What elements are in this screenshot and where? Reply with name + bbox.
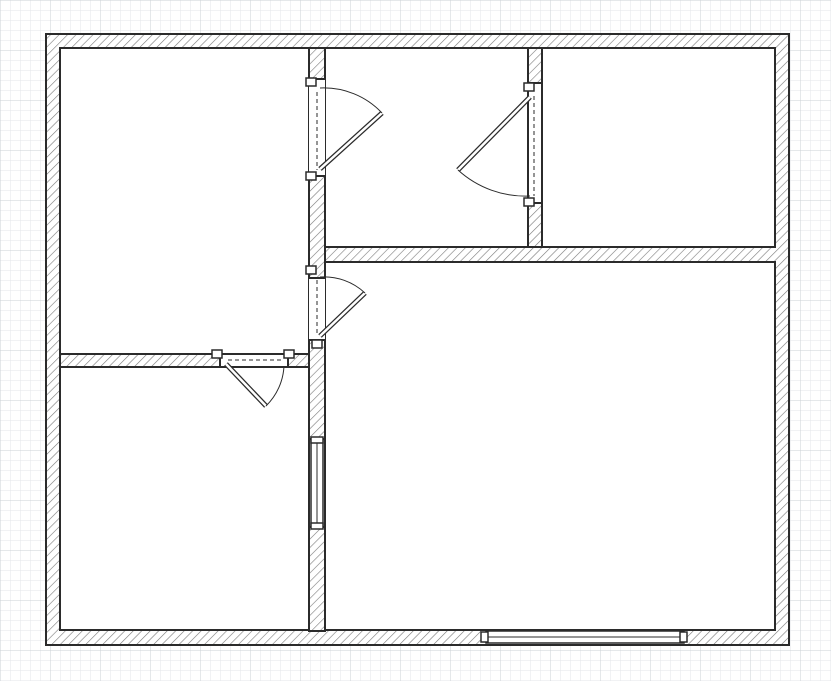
door-jambs bbox=[211, 77, 535, 359]
jamb bbox=[305, 171, 317, 181]
opening-bottom-left-door bbox=[221, 355, 287, 366]
windows bbox=[310, 436, 688, 644]
wall-bottom-left-left bbox=[59, 353, 221, 368]
jamb bbox=[311, 339, 323, 349]
doors bbox=[224, 87, 535, 408]
divider-wall-top-middle-right bbox=[527, 47, 543, 84]
jamb bbox=[283, 349, 295, 359]
hall-wall-middle bbox=[308, 175, 326, 279]
jamb bbox=[523, 197, 535, 207]
room-large-right bbox=[324, 261, 776, 631]
rooms bbox=[59, 47, 776, 631]
jamb bbox=[305, 265, 317, 275]
door-bottom-left-room bbox=[224, 359, 285, 408]
opening-top-right-door bbox=[529, 84, 541, 202]
jamb bbox=[523, 82, 535, 92]
hall-wall-lower bbox=[308, 339, 326, 440]
room-top-left bbox=[59, 47, 310, 355]
hall-wall-top bbox=[308, 47, 326, 80]
window-bottom-wall bbox=[480, 630, 688, 644]
room-top-middle bbox=[324, 47, 529, 248]
door-top-right-room bbox=[456, 95, 535, 197]
jamb bbox=[211, 349, 223, 359]
jamb bbox=[305, 77, 317, 87]
door-hall-to-large-room bbox=[316, 276, 367, 338]
hall-wall-bottom bbox=[308, 526, 326, 632]
room-top-right bbox=[541, 47, 776, 248]
room-bottom-left bbox=[59, 366, 310, 631]
divider-wall-top-middle-right-lower bbox=[527, 202, 543, 248]
window-interior-wall bbox=[310, 436, 324, 530]
hall-wall-segments bbox=[59, 47, 543, 632]
door-top-middle-room bbox=[316, 87, 384, 171]
